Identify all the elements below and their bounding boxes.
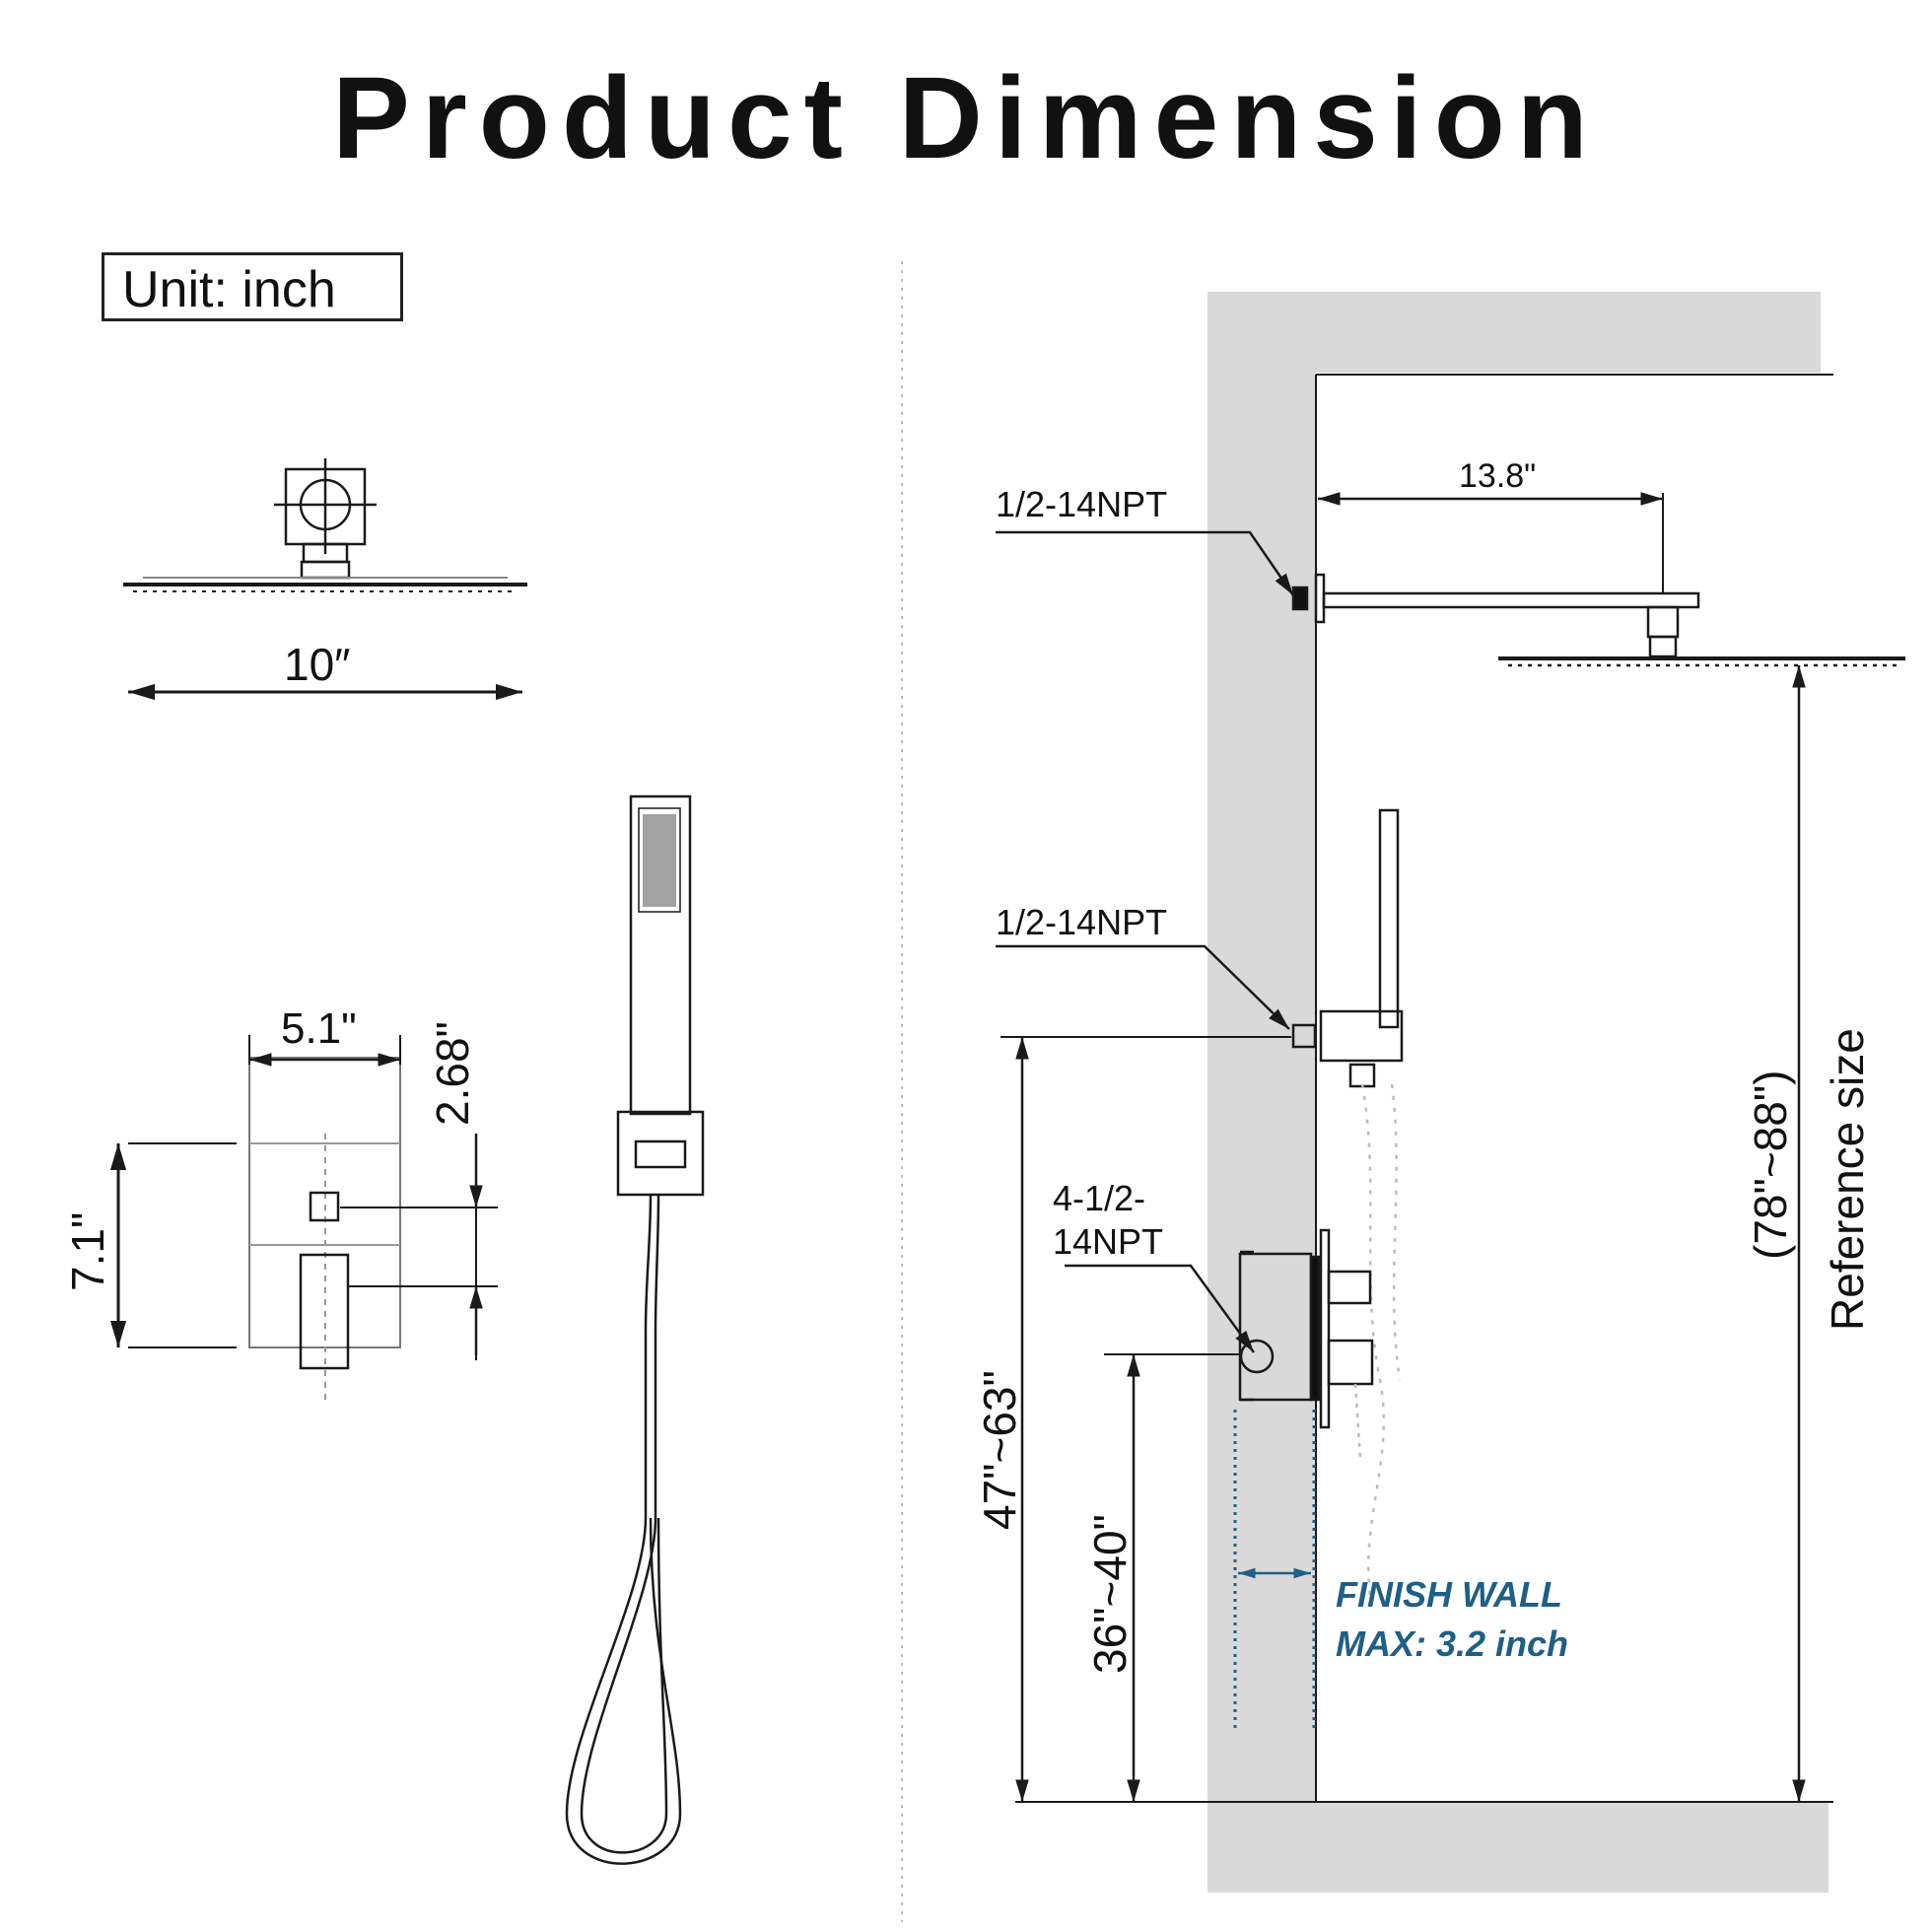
arm-length-label: 13.8" — [1459, 457, 1536, 495]
valve-connection-label-1: 4-1/2- — [1053, 1178, 1145, 1218]
hand-shower — [565, 794, 705, 1865]
head-connection-label: 1/2-14NPT — [996, 484, 1167, 524]
valve-front-view — [128, 1035, 498, 1400]
page-title: Product Dimension — [332, 53, 1600, 183]
reference-size-label: Reference size — [1822, 1028, 1873, 1331]
unit-label: Unit: inch — [102, 252, 403, 321]
shower-head-front-view — [123, 458, 527, 592]
finish-wall-label: FINISH WALL — [1336, 1574, 1562, 1615]
height-extensions — [1000, 1036, 1291, 1355]
shower-arm-side — [1291, 573, 1905, 667]
valve-connection-leader — [1065, 1264, 1256, 1353]
head-height-label: (78"~88") — [1745, 1070, 1796, 1261]
hand-shower-side — [1291, 808, 1404, 1598]
hand-connection-label: 1/2-14NPT — [996, 902, 1167, 942]
finish-wall-marker — [1233, 1410, 1316, 1730]
valve-width-label: 5.1" — [281, 1004, 357, 1053]
valve-connection-label-2: 14NPT — [1053, 1221, 1163, 1262]
valve-height-side-label: 36"~40" — [1084, 1514, 1136, 1674]
hand-height-label: 47"~63" — [974, 1370, 1025, 1530]
valve-side — [1238, 1228, 1374, 1460]
finish-wall-max-label: MAX: 3.2 inch — [1336, 1623, 1568, 1664]
head-connection-leader — [996, 530, 1295, 596]
valve-offset-label: 2.68" — [427, 1021, 478, 1126]
valve-height-label: 7.1" — [62, 1212, 113, 1291]
shower-head-width-label: 10″ — [284, 639, 350, 690]
hand-connection-leader — [996, 944, 1290, 1030]
